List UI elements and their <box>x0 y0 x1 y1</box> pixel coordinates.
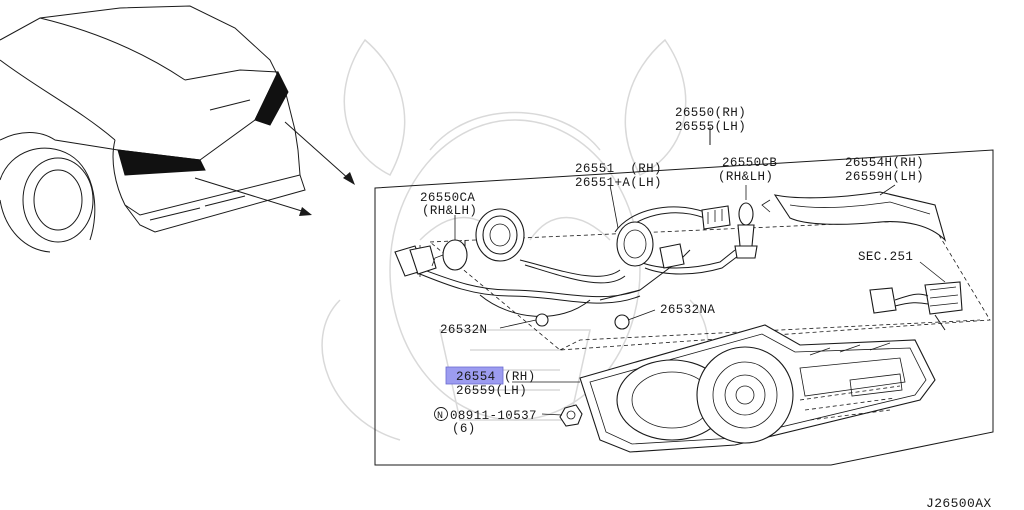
connector-sec251 <box>869 261 963 331</box>
label-nut-symbol: N <box>437 411 443 422</box>
label-clip-n: 26532N <box>440 323 487 337</box>
label-nut-part: 08911-10537 <box>450 409 537 423</box>
clip-26532n <box>535 313 549 327</box>
socket-assembly <box>616 205 731 269</box>
label-bulb-ca-side: (RH&LH) <box>422 204 477 218</box>
label-nut-qty: (6) <box>452 422 476 436</box>
label-assembly-rh: 26550(RH) <box>675 106 746 120</box>
nut-symbol-circle <box>434 407 448 421</box>
lens-rh-highlight-box <box>445 366 504 385</box>
part-labels: 26550(RH) 26555(LH) 26551 (RH) 26551+A(L… <box>420 106 992 510</box>
vehicle-rear-view <box>0 5 355 253</box>
bulb-socket-left <box>394 239 468 277</box>
label-bulb-ca: 26550CA <box>420 191 475 205</box>
label-bulb-cb: 26550CB <box>722 156 777 170</box>
label-seal-rh: 26554H(RH) <box>845 156 924 170</box>
exploded-view-frame <box>374 127 994 466</box>
flange-nut <box>559 404 583 427</box>
bulb-socket-ring <box>475 208 525 262</box>
label-socket-rh: 26551 (RH) <box>575 162 662 176</box>
label-lens-lh: 26559(LH) <box>456 384 527 398</box>
label-lens-rh-suffix: (RH) <box>504 370 536 384</box>
label-clip-na: 26532NA <box>660 303 715 317</box>
label-bulb-cb-side: (RH&LH) <box>718 170 773 184</box>
label-assembly-lh: 26555(LH) <box>675 120 746 134</box>
clip-26532na <box>614 314 630 330</box>
rear-combination-lamp-housing <box>579 324 936 453</box>
wiring-harness <box>409 206 739 317</box>
diagram-code: J26500AX <box>926 496 992 510</box>
leader-lines <box>454 184 896 416</box>
label-lens-rh-number: 26554 <box>456 370 496 384</box>
seal-gasket <box>761 191 947 242</box>
bulb-cb <box>734 202 758 259</box>
label-socket-lh: 26551+A(LH) <box>575 176 662 190</box>
label-seal-lh: 26559H(LH) <box>845 170 924 184</box>
label-sec-ref: SEC.251 <box>858 250 913 264</box>
